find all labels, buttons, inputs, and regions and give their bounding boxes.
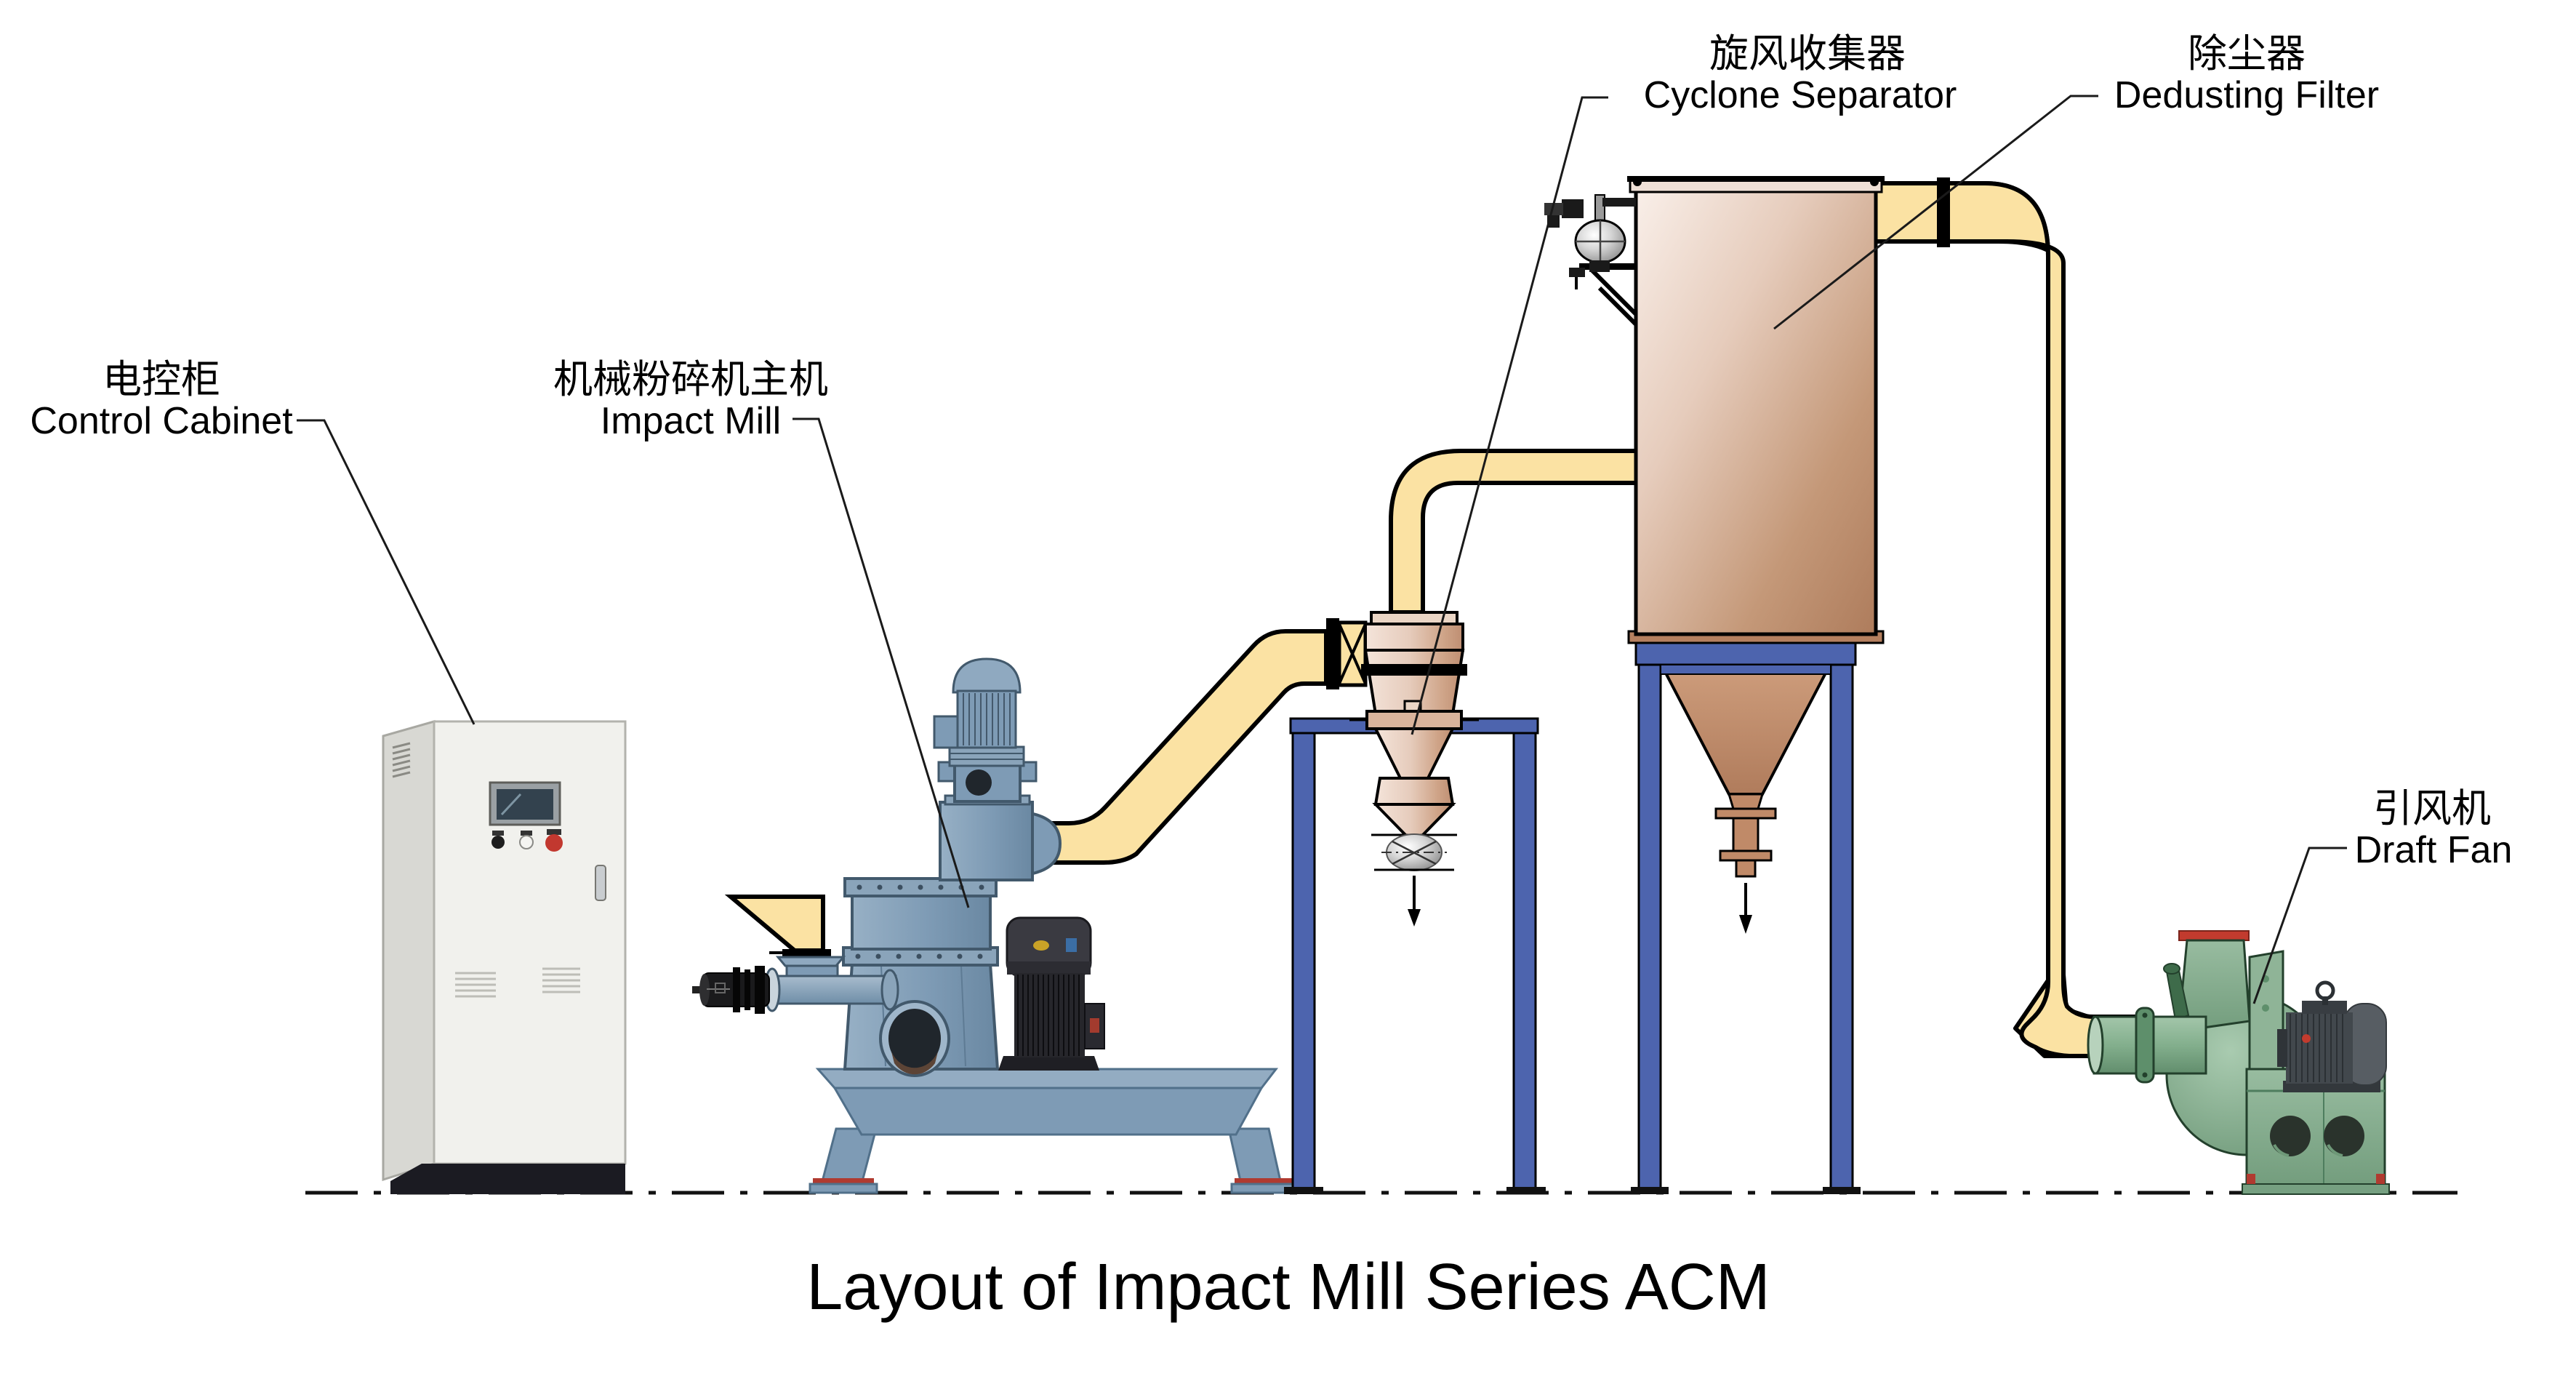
filter-stand [1631,641,1861,1194]
filter-body [1634,188,1878,636]
filter-hopper [1658,662,1834,796]
pulse-jet-assembly [1544,194,1638,327]
leader-lines [297,95,2347,1004]
label-impact-mill-zh: 机械粉碎机主机 [553,358,828,401]
white-button [519,835,534,849]
mill-base [815,1068,1279,1089]
label-cyclone-zh: 旋风收集器 [1709,32,1906,76]
leader-filter [1773,95,2098,330]
leader-control-cabinet [297,419,476,725]
duct-mill-to-cyclone [1036,629,1328,865]
leader-impact-mill [793,417,970,908]
control-cabinet [382,720,627,1194]
cyclone-discharge-arrow [1408,876,1421,927]
black-button [491,836,505,849]
diagram-title: Layout of Impact Mill Series ACM [806,1251,1770,1324]
duct-filter-to-fan [1859,181,2140,1058]
cabinet-side-panel [382,720,436,1182]
label-fan-en: Draft Fan [2355,829,2513,871]
duct-cyclone-to-filter [1389,449,1640,615]
cyclone-clamp-band [1361,664,1467,676]
cabinet-handle[interactable] [595,865,606,901]
feed-hopper [724,895,825,953]
cyclone-inlet-flange [1326,618,1339,689]
duct-flange [1937,177,1950,247]
impact-mill [692,657,1300,1194]
cabinet-buttons[interactable] [491,829,563,852]
label-filter-zh: 除尘器 [2188,32,2306,76]
fan-motor [2277,980,2387,1092]
fan-damper-lever[interactable] [2163,963,2190,1021]
feed-pipe [771,975,897,1005]
mill-main-motor [998,916,1105,1071]
cabinet-plinth [390,1164,625,1194]
draft-fan [2087,930,2390,1195]
mill-upper-drum [851,893,992,951]
label-control-cabinet-en: Control Cabinet [30,400,293,442]
leader-fan [2252,847,2347,1004]
leader-cyclone [1411,96,1608,735]
dedusting-filter [1544,176,1885,1194]
hmi-screen[interactable] [497,789,553,820]
duct-filter-to-fan-band [1859,181,2143,1058]
mill-classifier-housing [939,801,1034,881]
label-cyclone-en: Cyclone Separator [1644,74,1957,116]
cabinet-bottom-vents [455,967,580,998]
fan-outlet-flange [2178,930,2250,941]
emergency-stop-button [545,834,563,852]
hopper-flange [782,949,831,957]
cabinet-side-vent [392,742,411,778]
label-fan-zh: 引风机 [2373,787,2491,831]
classifier-motor [933,657,1022,749]
label-impact-mill-en: Impact Mill [601,400,781,442]
cyclone-separator [1326,611,1479,927]
label-control-cabinet-zh: 电控柜 [103,358,220,401]
cyclone-cone [1373,727,1456,780]
filter-discharge-arrow [1739,883,1752,934]
cyclone-body [1364,623,1464,652]
screw-feeder-motor [692,966,770,1014]
cyclone-stand [1284,717,1546,1194]
motor-eye-bolt [2315,980,2335,1001]
label-filter-en: Dedusting Filter [2114,74,2379,116]
